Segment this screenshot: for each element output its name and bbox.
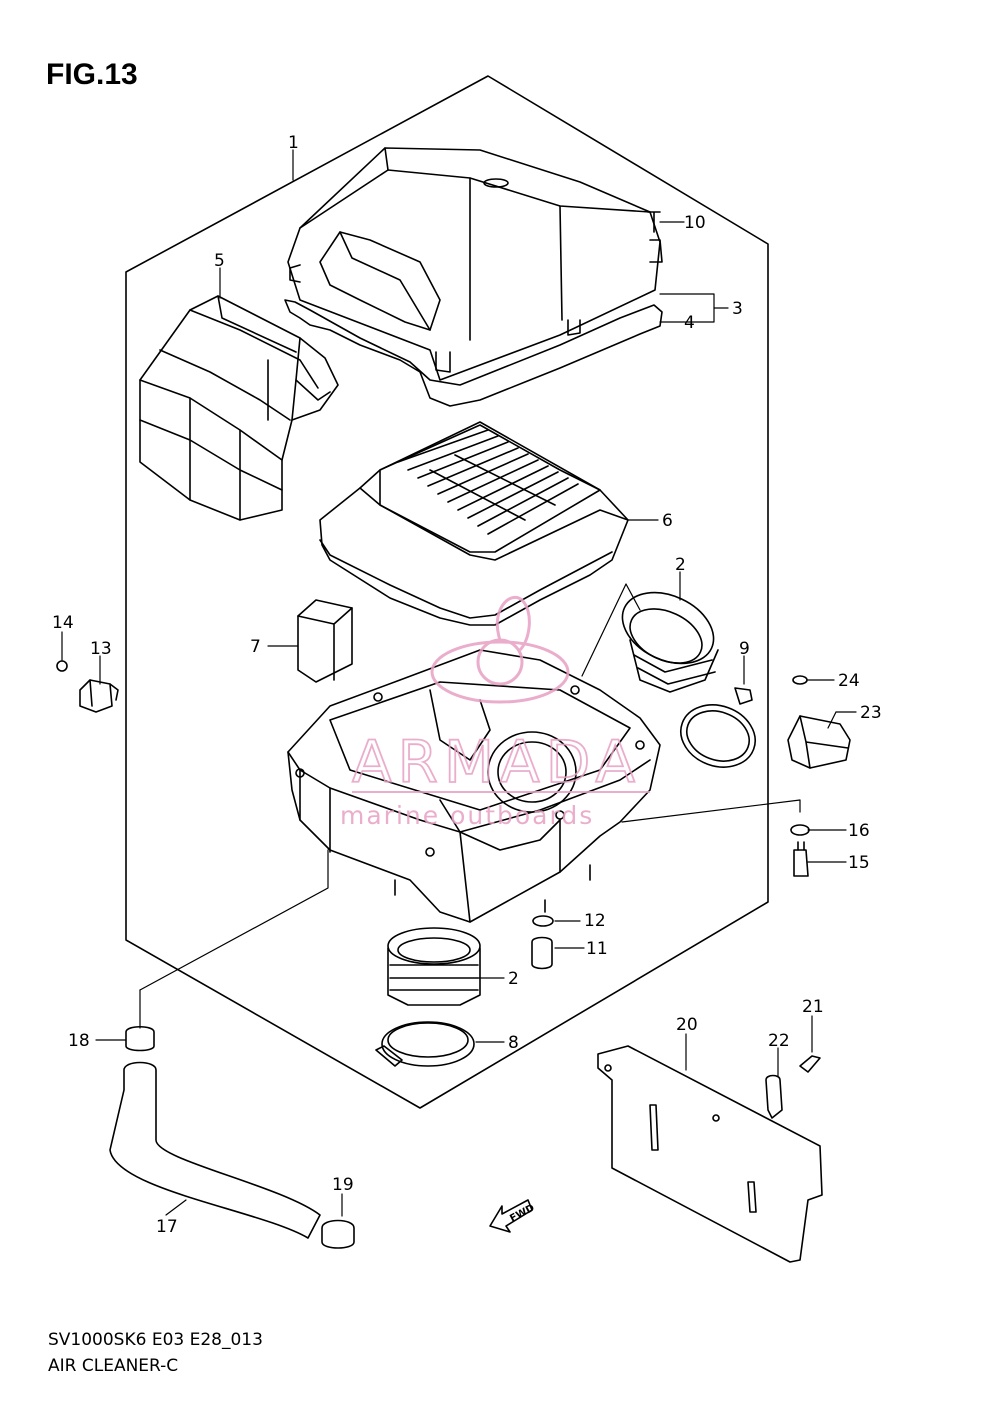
part-hose-clamp-bottom xyxy=(321,1219,355,1249)
callout-19: 19 xyxy=(332,1175,354,1195)
callout-15: 15 xyxy=(848,853,870,873)
watermark-logo-icon xyxy=(430,596,570,704)
callout-20: 20 xyxy=(676,1015,698,1035)
part-foam-block xyxy=(297,599,353,683)
callout-2-upper: 2 xyxy=(675,555,686,575)
callout-14: 14 xyxy=(52,613,74,633)
callout-17: 17 xyxy=(156,1217,178,1237)
part-outlet-duct-upper xyxy=(621,591,719,693)
part-air-cleaner-cap xyxy=(287,147,663,381)
part-retainer xyxy=(765,1074,783,1119)
part-clip xyxy=(532,915,554,927)
callout-13: 13 xyxy=(90,639,112,659)
assembly-outline xyxy=(125,75,769,1109)
watermark-tagline: marine outboards xyxy=(340,801,594,830)
part-air-cleaner-case xyxy=(287,649,661,923)
callout-11: 11 xyxy=(586,939,608,959)
part-temp-sensor xyxy=(790,824,810,877)
callout-24: 24 xyxy=(838,671,860,691)
callout-7: 7 xyxy=(250,637,261,657)
part-heat-shield-plate xyxy=(597,1045,823,1263)
callout-9: 9 xyxy=(739,639,750,659)
diagram-code: SV1000SK6 E03 E28_013 xyxy=(48,1330,263,1350)
callout-22: 22 xyxy=(768,1031,790,1051)
callout-5: 5 xyxy=(214,251,225,271)
part-sensor-right xyxy=(787,675,851,769)
watermark: ARMADA marine outboards xyxy=(340,596,650,830)
callout-6: 6 xyxy=(662,511,673,531)
callout-labels: 1 5 10 3 4 6 2 7 9 14 13 24 23 16 15 12 … xyxy=(52,133,882,1237)
callout-1: 1 xyxy=(288,133,299,153)
callout-8: 8 xyxy=(508,1033,519,1053)
part-upper-clamp xyxy=(680,687,756,768)
part-sensor-left xyxy=(56,660,119,713)
part-rivet xyxy=(799,1055,821,1073)
callout-12: 12 xyxy=(584,911,606,931)
part-screw-10 xyxy=(647,211,661,233)
part-outlet-duct-lower xyxy=(387,927,481,1006)
figure-title: FIG.13 xyxy=(46,58,138,91)
diagram-name: AIR CLEANER-C xyxy=(48,1356,179,1376)
fwd-arrow-icon xyxy=(489,1199,533,1233)
callout-4: 4 xyxy=(684,313,695,333)
callout-3: 3 xyxy=(732,299,743,319)
leader-lines xyxy=(61,149,857,1217)
part-drain-plug xyxy=(531,936,553,970)
part-hose-clamp-top xyxy=(125,1025,155,1052)
callout-2-lower: 2 xyxy=(508,969,519,989)
callout-18: 18 xyxy=(68,1031,90,1051)
callout-23: 23 xyxy=(860,703,882,723)
callout-21: 21 xyxy=(802,997,824,1017)
part-gasket xyxy=(284,299,663,407)
callout-16: 16 xyxy=(848,821,870,841)
part-breather-hose xyxy=(109,1061,321,1239)
callout-10: 10 xyxy=(684,213,706,233)
watermark-brand: ARMADA xyxy=(352,728,641,796)
part-lower-clamp xyxy=(375,1021,475,1067)
part-intake-duct xyxy=(139,295,339,521)
part-air-filter-element xyxy=(319,421,629,626)
